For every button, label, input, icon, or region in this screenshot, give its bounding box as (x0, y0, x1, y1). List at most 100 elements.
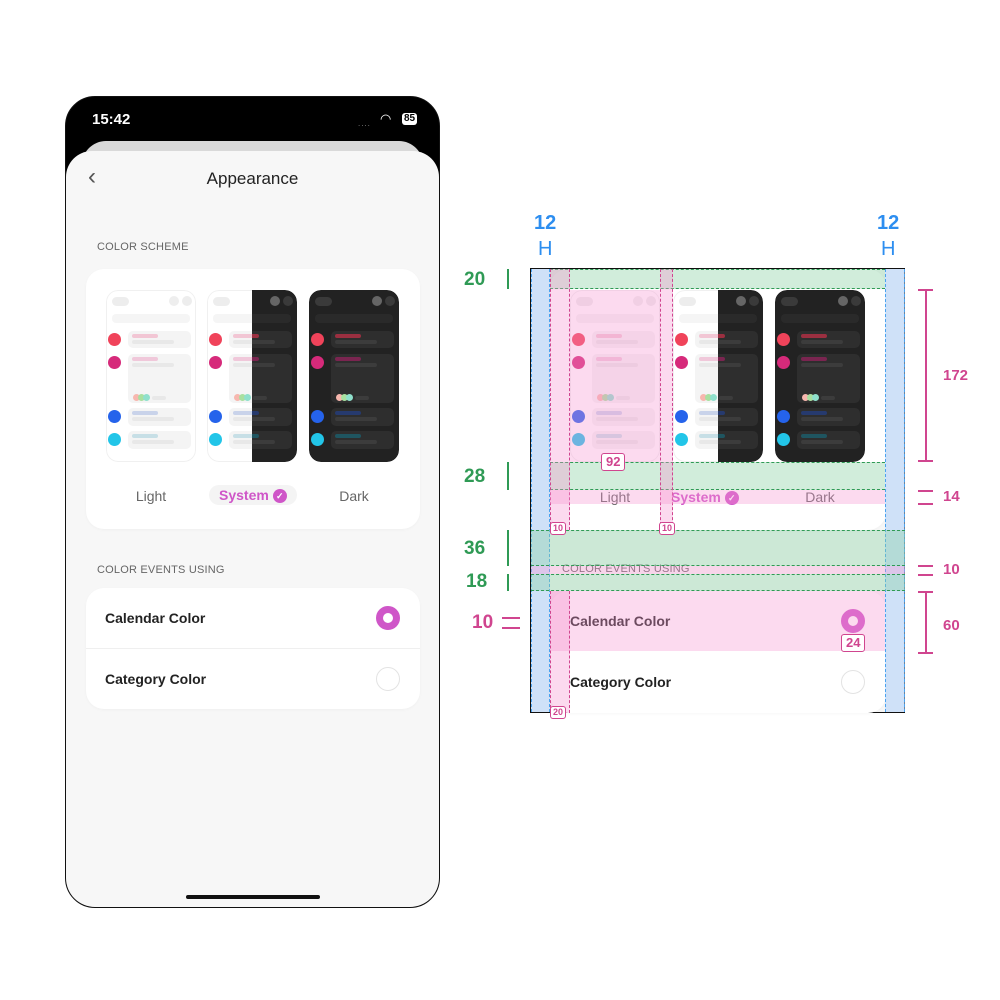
row-height-overlay (550, 591, 885, 651)
mini-dot-icon (311, 356, 324, 369)
divider (86, 648, 420, 649)
label-label-gap: 28 (464, 466, 486, 487)
mini-line (252, 417, 275, 421)
mini-line (801, 411, 827, 415)
mini-line (821, 396, 835, 400)
spec-option-system-label: System (671, 489, 721, 505)
bracket (925, 591, 927, 653)
mini-line (132, 411, 158, 415)
list-item-category-color[interactable]: Category Color (105, 671, 207, 687)
mini-pill (315, 297, 332, 306)
mini-line (596, 363, 638, 367)
mini-line (132, 334, 158, 338)
label-header-gap: 18 (466, 571, 488, 592)
option-dark[interactable]: Dark (339, 488, 369, 504)
mini-search (718, 314, 757, 323)
padding-overlay-left (531, 269, 550, 712)
mini-line (596, 417, 638, 421)
back-button[interactable]: ‹ (88, 163, 96, 190)
spec-list-card: Calendar Color Category Color (550, 591, 886, 713)
bracket (925, 289, 927, 461)
mini-line (355, 396, 369, 400)
bracket (918, 490, 933, 492)
bracket (918, 460, 933, 462)
mini-line (335, 440, 377, 444)
h-marker-right: H (881, 238, 896, 260)
mini-line (335, 434, 361, 438)
mini-avatar-icon (143, 394, 150, 401)
spec-category-color: Category Color (570, 674, 672, 690)
mini-line (699, 411, 725, 415)
mini-line (801, 363, 843, 367)
mini-line (233, 434, 259, 438)
dark-half (718, 290, 763, 462)
radio-category-color[interactable] (376, 667, 400, 691)
mini-line (233, 334, 259, 338)
mini-line (132, 340, 174, 344)
preview-dark[interactable] (309, 290, 399, 462)
mini-card (252, 354, 292, 403)
dark-half (252, 290, 297, 462)
mini-line (699, 434, 725, 438)
mini-dot-icon (311, 333, 324, 346)
mini-line (335, 417, 377, 421)
bracket (502, 627, 520, 629)
mini-line (335, 357, 361, 361)
mini-search (781, 314, 859, 323)
phone-mockup: 15:42 .... ◠ 85 ‹ Appearance COLOR SCHEM… (65, 96, 440, 908)
mini-line (801, 434, 827, 438)
spec-radio-off (841, 670, 865, 694)
mini-dot-icon (209, 410, 222, 423)
mini-avatar-icon (749, 296, 759, 306)
mini-dot-icon (777, 433, 790, 446)
mini-line (252, 363, 275, 367)
mini-line (801, 340, 843, 344)
mini-dot-icon (675, 333, 688, 346)
mini-line (132, 434, 158, 438)
mini-line (252, 440, 275, 444)
preview-light[interactable] (106, 290, 196, 462)
mini-avatar-icon (802, 394, 809, 401)
mini-line (596, 334, 622, 338)
mini-avatar-icon (336, 394, 343, 401)
mini-line (132, 363, 174, 367)
mini-avatar-icon (270, 296, 280, 306)
bracket (507, 530, 509, 566)
mini-line (596, 434, 622, 438)
preview-system[interactable] (207, 290, 297, 462)
mini-line (699, 357, 725, 361)
mini-line (718, 340, 741, 344)
label-side-padding-left: 12 (534, 212, 557, 234)
mini-avatar-icon (602, 394, 609, 401)
spec-option-light: Light (599, 489, 631, 505)
bracket (918, 565, 933, 567)
mini-line (132, 440, 174, 444)
mini-pill (213, 297, 230, 306)
mini-avatar-icon (607, 394, 614, 401)
mini-line (719, 396, 733, 400)
mini-dot-icon (675, 356, 688, 369)
mini-line (152, 396, 166, 400)
list-item-calendar-color[interactable]: Calendar Color (105, 610, 206, 626)
spec-option-dark: Dark (805, 489, 835, 505)
color-scheme-card: Light System✓ Dark (86, 269, 420, 529)
mini-dot-icon (777, 356, 790, 369)
mini-avatar-icon (597, 394, 604, 401)
bracket (502, 617, 520, 619)
bracket (918, 574, 933, 576)
check-icon: ✓ (272, 489, 287, 503)
mini-avatar-icon (239, 394, 246, 401)
section-header-color-scheme: COLOR SCHEME (97, 241, 189, 253)
mini-line (252, 434, 259, 438)
mini-line (596, 440, 638, 444)
option-system[interactable]: System✓ (209, 485, 297, 505)
mini-avatar-icon (851, 296, 861, 306)
mini-dot-icon (311, 410, 324, 423)
battery-indicator: 85 (402, 113, 418, 125)
gap-overlay-header (531, 574, 905, 591)
option-light[interactable]: Light (135, 488, 167, 504)
radio-calendar-color[interactable] (376, 606, 400, 630)
bracket (918, 591, 933, 593)
bracket (918, 652, 933, 654)
mini-pill (112, 297, 129, 306)
